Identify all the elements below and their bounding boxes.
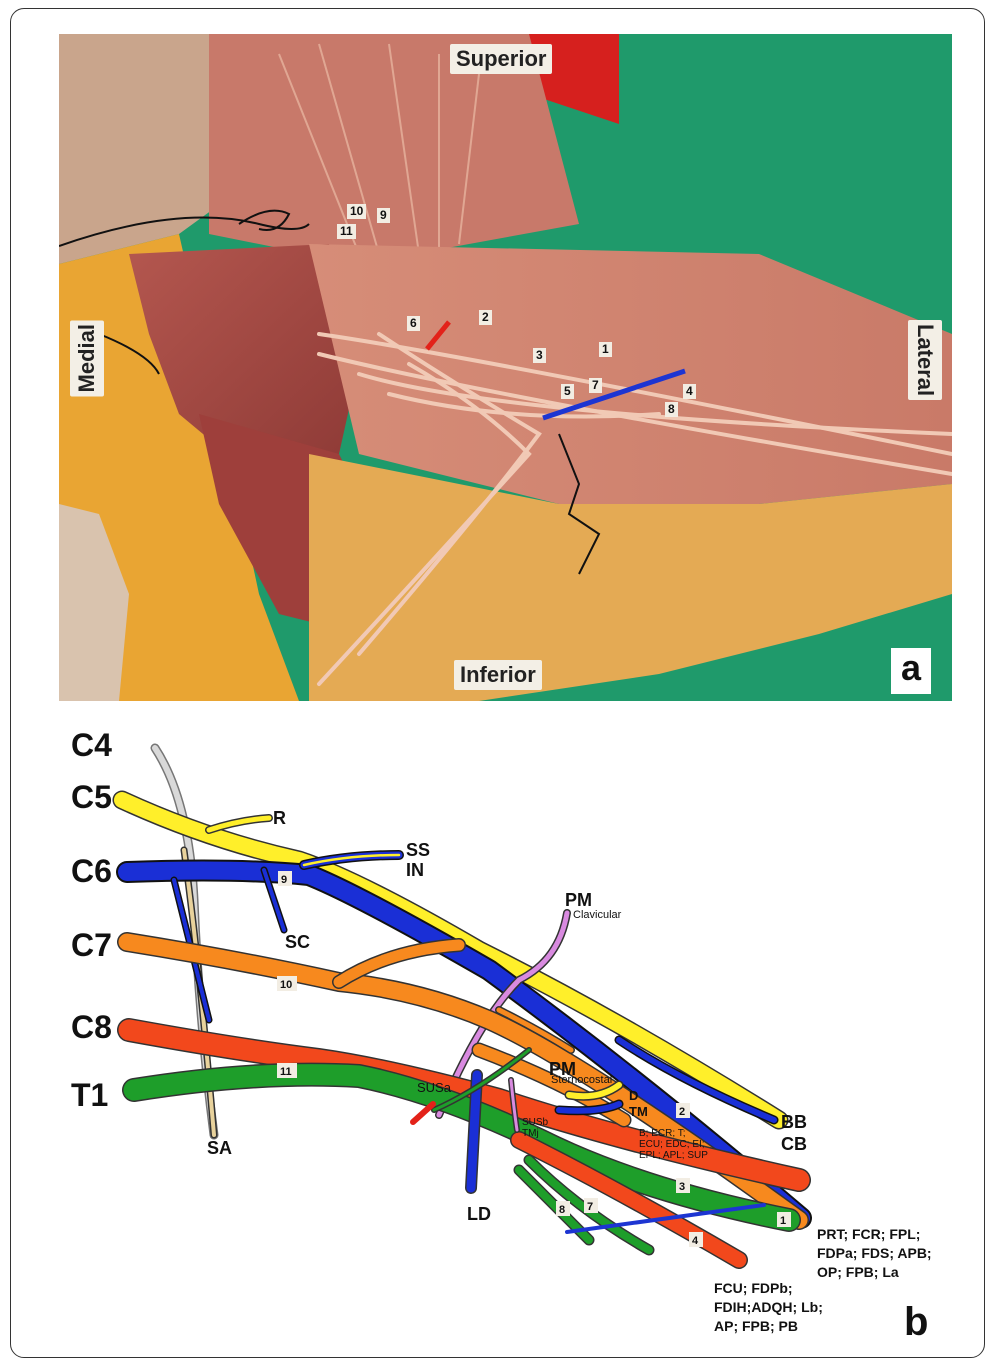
root-c6: C6 <box>71 853 112 889</box>
diagram-tag-7: 7 <box>587 1201 593 1213</box>
diagram-tag-11: 11 <box>280 1066 292 1078</box>
label-pm-top: PM <box>565 890 592 910</box>
photo-tag-5: 5 <box>561 384 574 399</box>
photo-tag-10: 10 <box>347 204 367 219</box>
photo-tag-2: 2 <box>479 310 492 325</box>
diagram-tag-4: 4 <box>692 1235 699 1247</box>
brachial-plexus-nerves <box>317 332 952 686</box>
label-radial-muscles-1: B; ECR; T; <box>639 1128 686 1139</box>
label-median-muscles-2: FDPa; FDS; APB; <box>817 1245 932 1261</box>
photo-tag-6: 6 <box>407 316 420 331</box>
diagram-tag-8: 8 <box>559 1204 565 1216</box>
label-radial-muscles-2: ECU; EDC; EI; <box>639 1139 705 1150</box>
photo-tag-4: 4 <box>683 384 696 399</box>
blue-marker-line <box>542 368 686 421</box>
label-sc: SC <box>285 932 310 952</box>
photo-tag-11: 11 <box>337 224 356 239</box>
bb-cb-nerve <box>616 1037 777 1123</box>
diagram-tag-2: 2 <box>679 1106 685 1118</box>
photo-tag-1: 1 <box>599 342 612 357</box>
diagram-tag-3: 3 <box>679 1181 685 1193</box>
photo-tag-8: 8 <box>665 402 678 417</box>
root-c4: C4 <box>71 727 112 763</box>
c7-root <box>118 933 808 1229</box>
label-ulnar-muscles-2: FDIH;ADQH; Lb; <box>714 1299 823 1315</box>
label-clavicular: Clavicular <box>573 909 622 921</box>
dissection-photo <box>59 34 952 701</box>
label-ulnar-muscles-3: AP; FPB; PB <box>714 1318 798 1334</box>
red-section-line <box>410 1101 436 1125</box>
brachial-plexus-schematic: C4 C5 C6 C7 C8 T1 R SS IN SC SA PM PM LD… <box>71 727 932 1334</box>
photo-tag-7: 7 <box>589 378 602 393</box>
brachial-plexus-diagram-panel: C4 C5 C6 C7 C8 T1 R SS IN SC SA PM PM LD… <box>59 720 959 1360</box>
photo-tag-9: 9 <box>377 208 390 223</box>
label-bb: BB <box>781 1112 807 1132</box>
ss-in-nerve <box>302 853 401 867</box>
c5-root <box>114 792 787 1128</box>
c6-root <box>118 861 810 1227</box>
sutures <box>59 209 601 575</box>
r-nerve <box>206 815 272 833</box>
ulnar-nerve <box>511 1132 747 1268</box>
label-tmj: TMj <box>522 1128 539 1139</box>
superior-label: Superior <box>450 44 553 74</box>
pm-clavicular-nerve <box>436 910 570 1118</box>
label-radial-muscles-3: EPL; APL; SUP <box>639 1150 708 1161</box>
label-susb: SUSb <box>522 1117 549 1128</box>
diagram-tag-10: 10 <box>280 979 292 991</box>
arm-region <box>309 244 952 504</box>
label-cb: CB <box>781 1134 807 1154</box>
susb-nerve <box>509 1078 519 1132</box>
label-ss: SS <box>406 840 430 860</box>
neck-region <box>209 34 579 264</box>
label-ulnar-muscles-1: FCU; FDPb; <box>714 1280 793 1296</box>
red-marker-line <box>425 320 451 351</box>
label-r: R <box>273 808 286 828</box>
root-c8: C8 <box>71 1009 112 1045</box>
medial-label: Medial <box>70 320 104 397</box>
label-sa: SA <box>207 1138 232 1158</box>
root-t1: T1 <box>71 1077 108 1113</box>
label-susa: SUSa <box>417 1080 452 1095</box>
diagram-tag-9: 9 <box>281 874 287 886</box>
label-tm: TM <box>629 1104 648 1119</box>
arm-fat-inferior <box>309 454 952 701</box>
label-median-muscles-1: PRT; FCR; FPL; <box>817 1226 920 1242</box>
dissection-photo-panel: Superior Inferior Medial Lateral 1 2 3 4… <box>59 34 952 701</box>
root-c7: C7 <box>71 927 112 963</box>
pm-sternocostal-nerve <box>496 1007 574 1053</box>
label-ld: LD <box>467 1204 491 1224</box>
lateral-label: Lateral <box>908 320 942 401</box>
panel-letter-b: b <box>904 1300 929 1344</box>
label-pm-bottom: PM <box>549 1059 576 1079</box>
panel-letter-a: a <box>891 648 932 694</box>
pectoral-muscle <box>129 244 359 464</box>
label-median-muscles-3: OP; FPB; La <box>817 1264 899 1280</box>
d-tm-nerve <box>556 1101 622 1114</box>
root-c5: C5 <box>71 779 112 815</box>
inferior-label: Inferior <box>454 660 542 690</box>
skin-patch <box>59 504 129 701</box>
label-in: IN <box>406 860 424 880</box>
diagram-tag-1: 1 <box>780 1215 786 1227</box>
label-sternocostal: Sternocostal <box>551 1074 612 1086</box>
sc-nerve <box>262 868 286 932</box>
blue-section-line <box>565 1203 766 1234</box>
label-d: D <box>629 1088 638 1103</box>
photo-tag-3: 3 <box>533 348 546 363</box>
susa-nerve <box>432 1048 531 1112</box>
